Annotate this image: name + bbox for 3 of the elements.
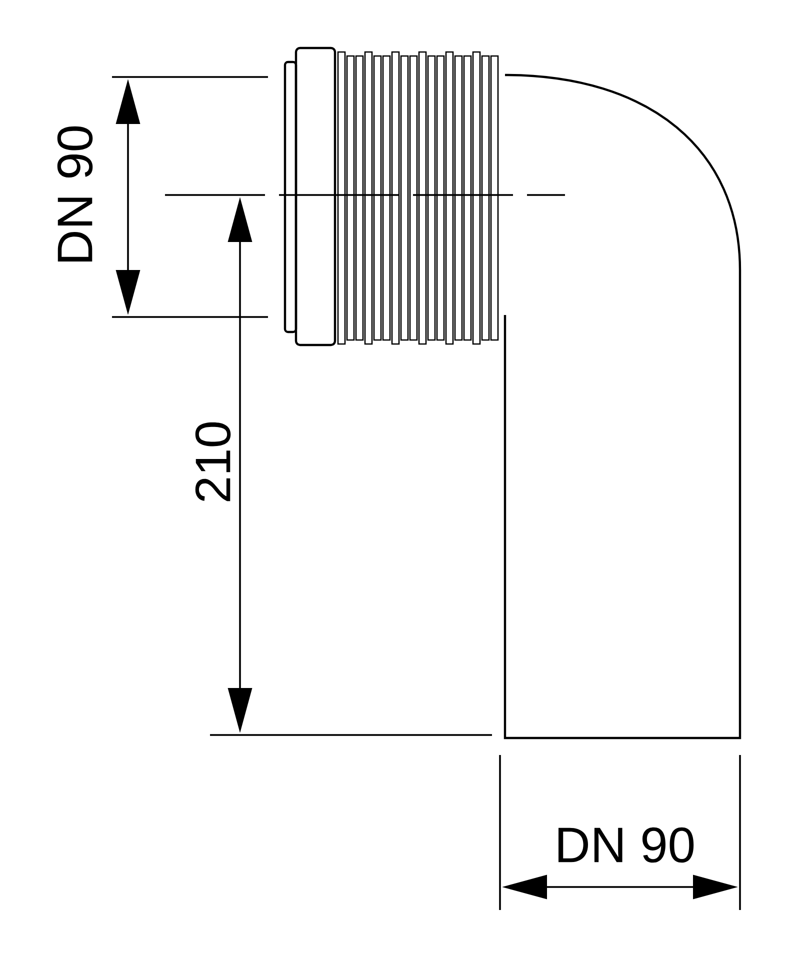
dimension-label: DN 90 xyxy=(558,827,694,863)
dimension-label: DN 90 xyxy=(57,126,93,262)
dimension-label: 210 xyxy=(195,422,231,502)
